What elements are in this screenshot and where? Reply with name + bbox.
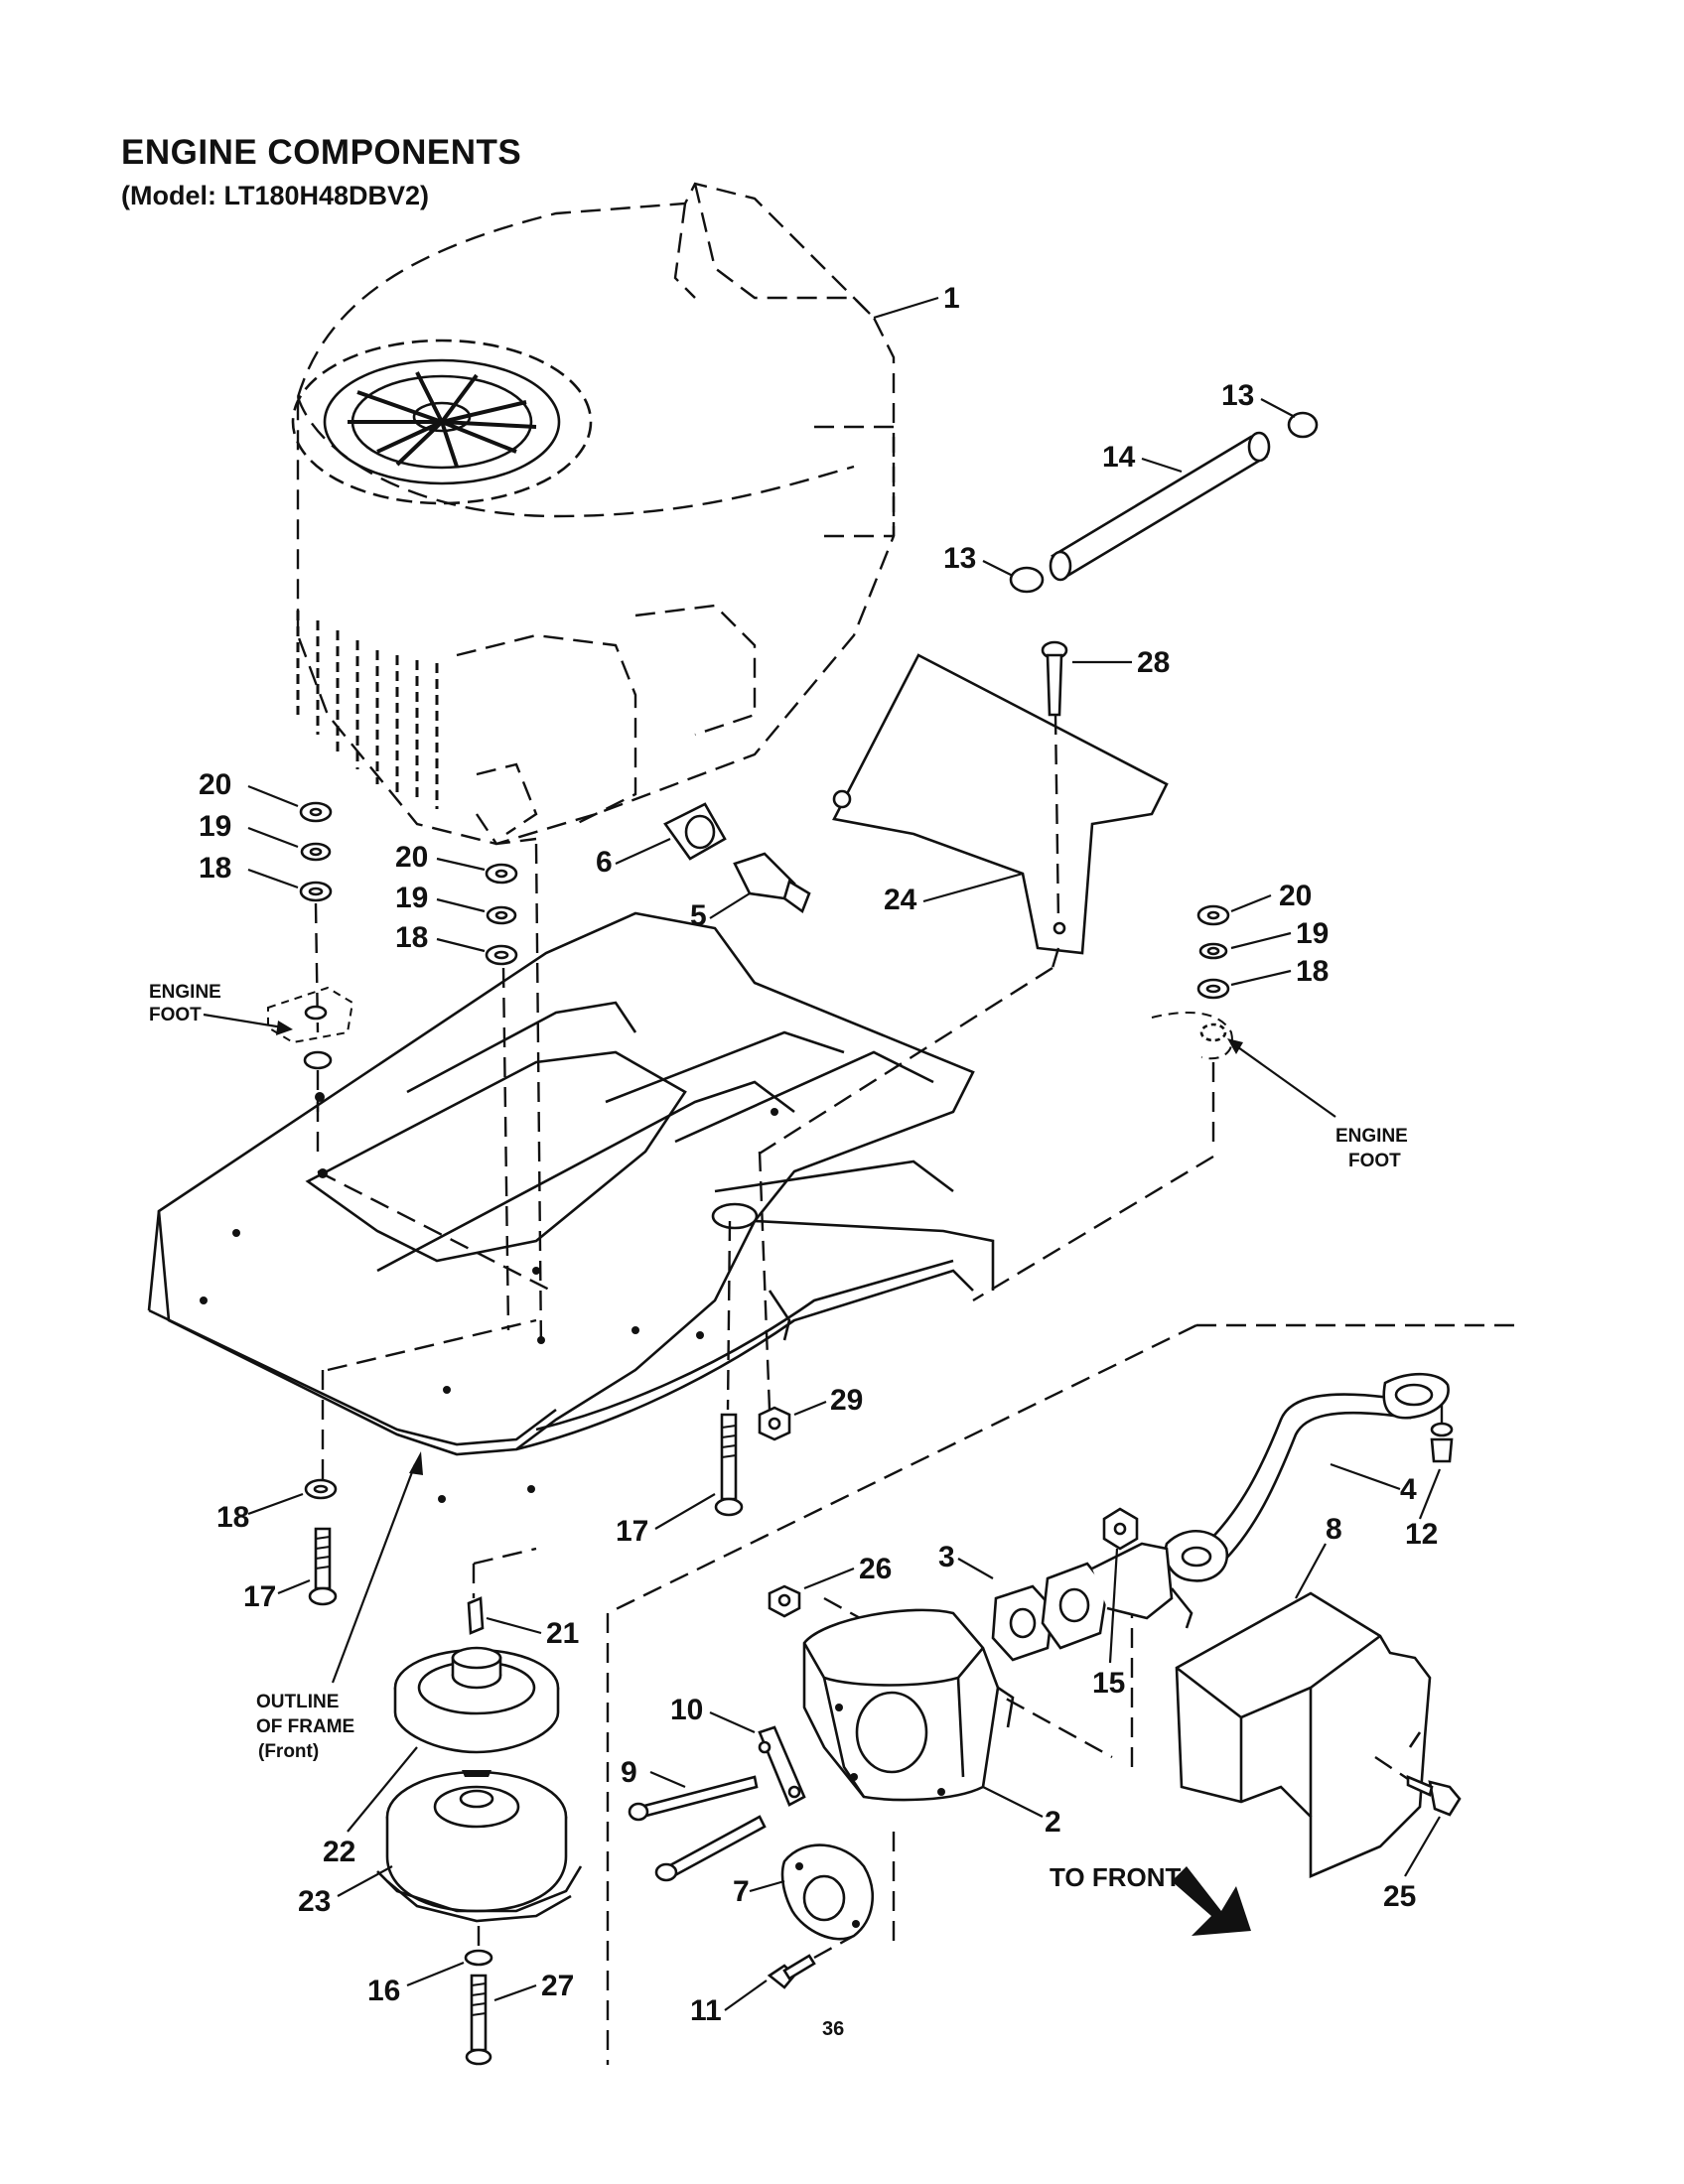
callout-3: 3 bbox=[938, 1541, 955, 1573]
callout-15: 15 bbox=[1092, 1667, 1125, 1700]
muffler-2-drawing bbox=[802, 1608, 1015, 1802]
callout-19-left: 19 bbox=[199, 810, 231, 843]
shield-8-drawing bbox=[1175, 1591, 1432, 1878]
callout-2: 2 bbox=[1045, 1806, 1061, 1839]
callout-19-right: 19 bbox=[1296, 917, 1329, 950]
screw-11-drawing bbox=[767, 1954, 816, 1989]
callout-21: 21 bbox=[546, 1617, 579, 1650]
callout-10: 10 bbox=[670, 1694, 703, 1726]
page-title: ENGINE COMPONENTS bbox=[121, 133, 522, 172]
callout-11: 11 bbox=[690, 1994, 722, 2027]
callout-8: 8 bbox=[1326, 1513, 1342, 1546]
callout-12: 12 bbox=[1405, 1518, 1438, 1551]
callout-18-lower-left: 18 bbox=[216, 1501, 249, 1534]
callout-1: 1 bbox=[943, 282, 960, 315]
to-front-label: TO FRONT bbox=[1050, 1862, 1182, 1892]
callout-4: 4 bbox=[1400, 1473, 1417, 1506]
pulley-22-drawing bbox=[393, 1646, 560, 1754]
callout-22: 22 bbox=[323, 1836, 355, 1868]
callout-18-left: 18 bbox=[199, 852, 231, 885]
callout-20-center: 20 bbox=[395, 841, 428, 874]
bolt-27-drawing bbox=[465, 1974, 492, 2066]
clutch-23-drawing bbox=[376, 1770, 583, 1923]
callout-13-upper: 13 bbox=[1221, 379, 1254, 412]
callout-16: 16 bbox=[367, 1975, 400, 2007]
left-washer-stack-drawing bbox=[299, 801, 333, 902]
callout-14: 14 bbox=[1102, 441, 1136, 474]
exhaust-flange-drawing bbox=[1041, 1542, 1174, 1650]
key-21-drawing bbox=[467, 1596, 485, 1635]
callout-24: 24 bbox=[884, 884, 917, 916]
right-engine-foot-label-line1: ENGINE bbox=[1335, 1126, 1408, 1147]
heat-shield-drawing bbox=[832, 653, 1169, 955]
left-bolt-17-drawing bbox=[308, 1527, 338, 1606]
callout-13-lower: 13 bbox=[943, 542, 976, 575]
center-bolt-17-drawing bbox=[714, 1413, 744, 1517]
nut-26-drawing bbox=[768, 1584, 801, 1618]
washer-16 bbox=[464, 1949, 493, 1967]
engine-assembly-drawing bbox=[291, 182, 896, 846]
bolts-9-drawing bbox=[628, 1775, 767, 1882]
page-number: 36 bbox=[822, 2018, 844, 2040]
exhaust-pipe-4-drawing bbox=[1164, 1372, 1450, 1629]
center-washer-stack-drawing bbox=[485, 863, 518, 966]
bolt-12-drawing bbox=[1430, 1422, 1454, 1463]
outline-of-frame-label-line2: OF FRAME bbox=[256, 1716, 354, 1737]
callout-19-center: 19 bbox=[395, 882, 428, 914]
left-foot-washer bbox=[303, 1050, 333, 1070]
callout-6: 6 bbox=[596, 846, 613, 879]
to-front-arrow bbox=[1172, 1866, 1251, 1936]
outline-of-frame-label-line3: (Front) bbox=[258, 1741, 319, 1762]
right-washer-stack-drawing bbox=[1196, 904, 1230, 1000]
bracket-10-drawing bbox=[758, 1725, 806, 1807]
gasket-3-drawing bbox=[991, 1584, 1054, 1662]
arrestor-7-drawing bbox=[780, 1843, 875, 1941]
callout-20-left: 20 bbox=[199, 768, 231, 801]
left-engine-foot-label-line2: FOOT bbox=[149, 1005, 202, 1025]
left-engine-foot-drawing bbox=[267, 986, 354, 1044]
callout-17-center: 17 bbox=[616, 1515, 648, 1548]
callout-20-right: 20 bbox=[1279, 880, 1312, 912]
callout-9: 9 bbox=[621, 1756, 637, 1789]
callout-23: 23 bbox=[298, 1885, 331, 1918]
bolt-28-drawing bbox=[1041, 640, 1068, 717]
callout-7: 7 bbox=[733, 1875, 750, 1908]
callout-25: 25 bbox=[1383, 1880, 1416, 1913]
callout-29: 29 bbox=[830, 1384, 863, 1417]
frame-outline-drawing bbox=[147, 911, 995, 1503]
callout-17-left: 17 bbox=[243, 1580, 276, 1613]
nut-29-drawing bbox=[758, 1406, 791, 1441]
spark-plug-drawing bbox=[663, 802, 811, 914]
leader-line bbox=[873, 296, 939, 320]
model-subtitle: (Model: LT180H48DBV2) bbox=[121, 181, 430, 210]
callout-28: 28 bbox=[1137, 646, 1170, 679]
callout-18-center: 18 bbox=[395, 921, 428, 954]
fuel-line-drawing bbox=[1009, 411, 1319, 594]
screw-25-drawing bbox=[1406, 1775, 1462, 1817]
outline-of-frame-label-line1: OUTLINE bbox=[256, 1692, 339, 1712]
right-engine-foot-drawing bbox=[1151, 1012, 1233, 1060]
nut-15-drawing bbox=[1102, 1507, 1139, 1551]
callout-18-right: 18 bbox=[1296, 955, 1329, 988]
left-engine-foot-label-line1: ENGINE bbox=[149, 982, 221, 1003]
callout-27: 27 bbox=[541, 1970, 574, 2002]
callout-26: 26 bbox=[859, 1553, 892, 1585]
right-engine-foot-label-line2: FOOT bbox=[1348, 1151, 1401, 1171]
